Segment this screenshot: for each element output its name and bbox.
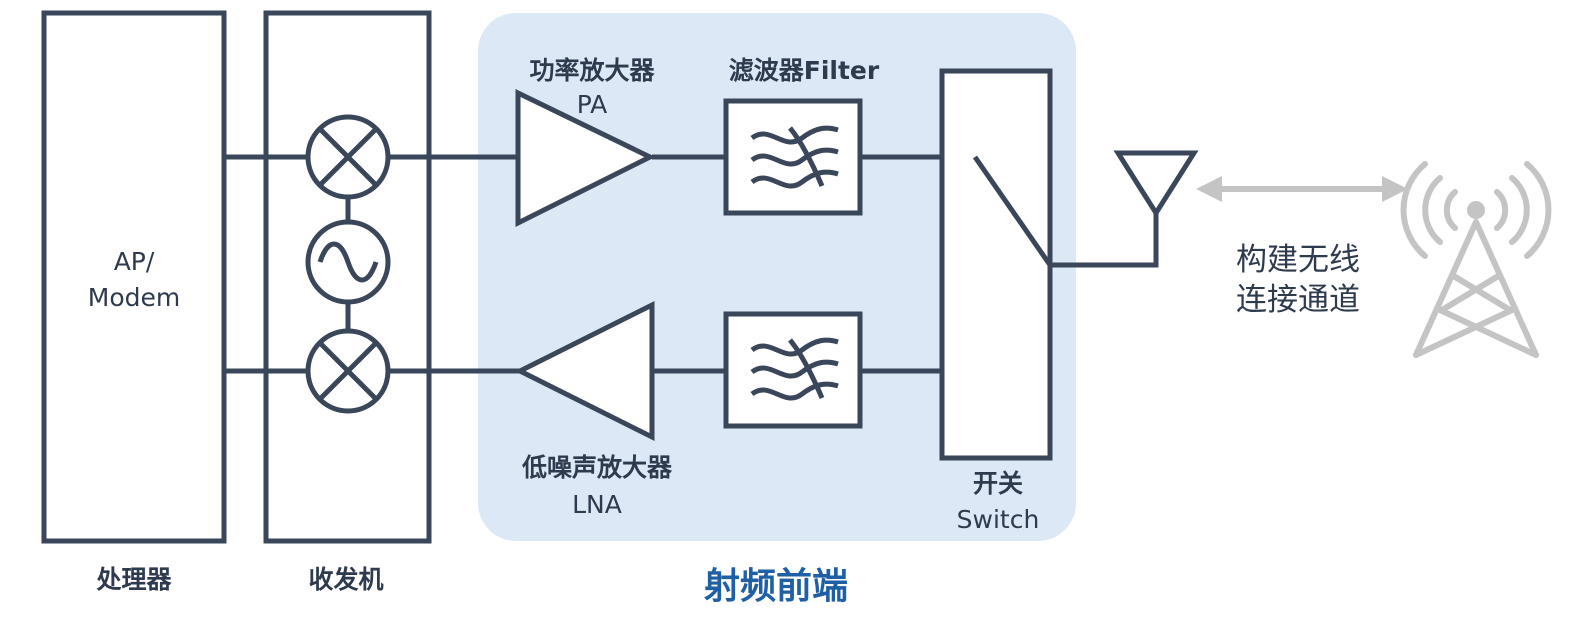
oscillator-icon — [305, 219, 391, 305]
amplifier-icon — [514, 300, 655, 442]
wireless-label-1: 构建无线 — [1236, 242, 1360, 278]
switch-label-2: Switch — [957, 505, 1040, 534]
pa-label-1: 功率放大器 — [529, 56, 655, 85]
transceiver-box — [263, 10, 432, 544]
processor-inner-label-1: AP/ — [114, 247, 155, 276]
processor-inner-label-2: Modem — [88, 283, 180, 312]
transceiver-label: 收发机 — [308, 565, 383, 594]
double-arrow-icon — [1196, 176, 1408, 202]
processor-label: 处理器 — [95, 565, 172, 594]
filter-icon — [723, 311, 863, 429]
pa-label-2: PA — [577, 90, 608, 119]
lna-label-1: 低噪声放大器 — [521, 453, 673, 482]
processor-box — [41, 10, 227, 544]
cell-tower-icon — [1400, 161, 1552, 358]
mixer-icon — [305, 328, 391, 414]
filter-icon — [723, 98, 863, 216]
antenna-icon — [1113, 150, 1199, 218]
filter-label: 滤波器Filter — [729, 56, 880, 85]
amplifier-icon — [515, 89, 656, 228]
mixer-icon — [305, 114, 391, 200]
wireless-label-2: 连接通道 — [1236, 282, 1360, 318]
rf-front-end-label: 射频前端 — [704, 566, 848, 607]
switch-label-1: 开关 — [973, 469, 1023, 498]
lna-label-2: LNA — [572, 490, 622, 519]
switch-icon — [939, 68, 1053, 461]
